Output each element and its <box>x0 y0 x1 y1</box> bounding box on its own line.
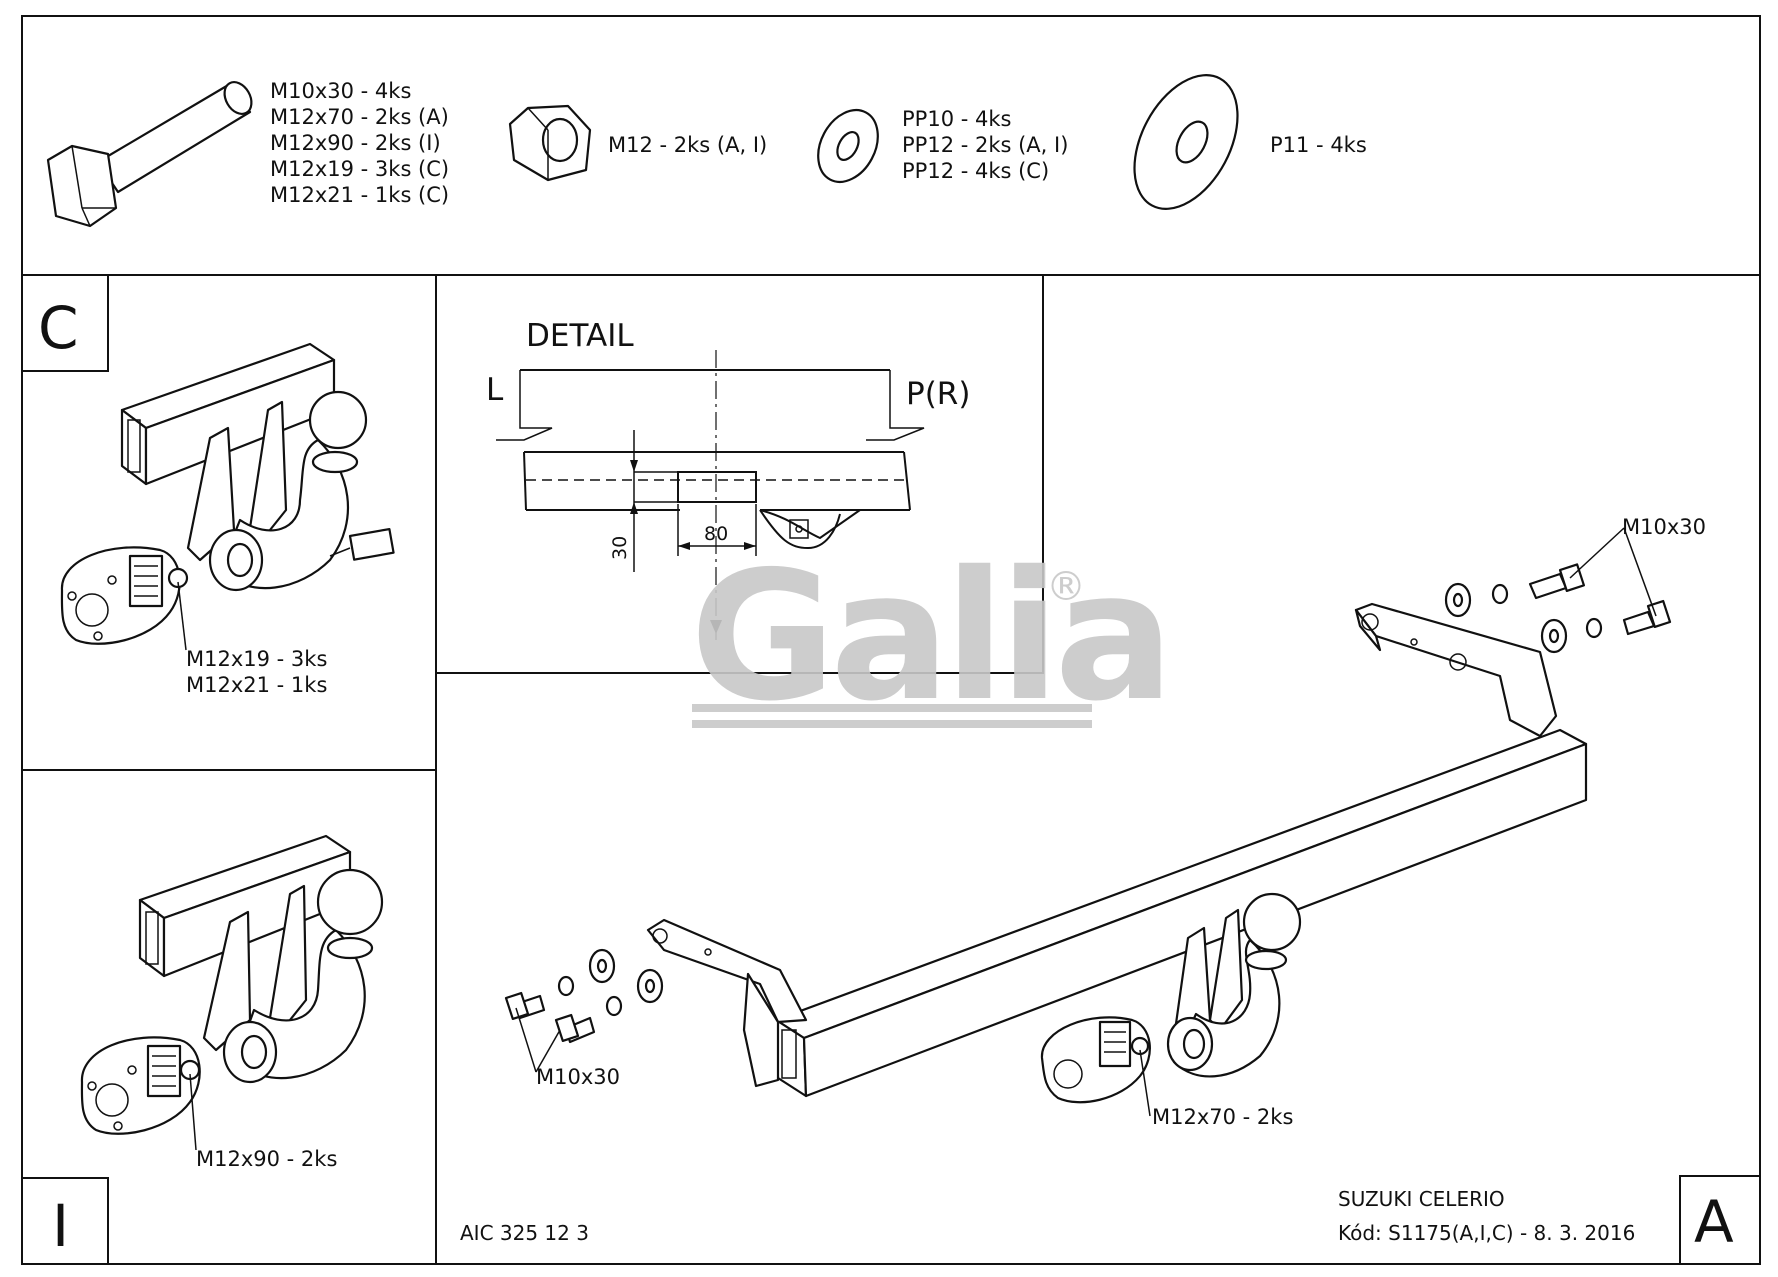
vehicle-name: SUZUKI CELERIO <box>1338 1187 1505 1211</box>
panel-i-letter-box <box>21 1177 109 1265</box>
parts-bolt-labels: M10x30 - 4ks M12x70 - 2ks (A) M12x90 - 2… <box>270 79 449 207</box>
detail-dim-80: 80 <box>704 523 728 545</box>
panel-c-towbar-drawing <box>60 342 395 645</box>
parts-nut-icon <box>508 104 592 182</box>
bolt-line-4: M12x19 - 3ks (C) <box>270 157 449 181</box>
parts-washer-icon <box>817 109 879 183</box>
parts-big-washer-icon <box>1133 74 1239 210</box>
main-towbar-drawing <box>504 563 1672 1104</box>
bolt-line-3: M12x90 - 2ks (I) <box>270 131 441 155</box>
watermark-registered: ® <box>1046 564 1086 610</box>
sheet-frame <box>21 15 1761 1265</box>
panel-c-callout-1: M12x19 - 3ks <box>186 647 327 671</box>
panel-c-callout-2: M12x21 - 1ks <box>186 673 327 697</box>
panel-i-towbar-drawing <box>80 834 384 1135</box>
kod-line: Kód: S1175(A,I,C) - 8. 3. 2016 <box>1338 1221 1635 1245</box>
panel-i-letter: I <box>52 1192 69 1260</box>
panel-c-letter: C <box>38 294 79 362</box>
panel-c-letter-box <box>21 274 109 372</box>
panel-c-leader <box>177 581 187 651</box>
detail-section-drawing <box>496 350 925 640</box>
main-leaders <box>515 527 1657 1117</box>
drawing-code: AIC 325 12 3 <box>460 1221 589 1245</box>
parts-washer-labels: PP10 - 4ks PP12 - 2ks (A, I) PP12 - 4ks … <box>902 107 1068 183</box>
big-washer-label: P11 - 4ks <box>1270 133 1367 157</box>
nut-label: M12 - 2ks (A, I) <box>608 133 767 157</box>
main-callout-top-right: M10x30 <box>1622 515 1706 539</box>
parts-bolt-icon <box>46 81 253 228</box>
detail-title: DETAIL <box>526 318 634 354</box>
bolt-line-2: M12x70 - 2ks (A) <box>270 105 449 129</box>
detail-left-label: L <box>486 372 504 408</box>
detail-dim-30: 30 <box>609 536 631 560</box>
galia-watermark-logo: Galia ® <box>690 533 1174 740</box>
bolt-line-1: M10x30 - 4ks <box>270 79 411 103</box>
main-callout-left: M10x30 <box>536 1065 620 1089</box>
washer-line-1: PP10 - 4ks <box>902 107 1011 131</box>
panel-i-leader <box>189 1073 197 1151</box>
detail-right-label: P(R) <box>906 376 970 412</box>
washer-line-3: PP12 - 4ks (C) <box>902 159 1049 183</box>
panel-i-callout: M12x90 - 2ks <box>196 1147 337 1171</box>
panel-a-letter-box <box>1679 1175 1761 1265</box>
panel-a-letter: A <box>1694 1188 1734 1256</box>
main-callout-ball: M12x70 - 2ks <box>1152 1105 1293 1129</box>
washer-line-2: PP12 - 2ks (A, I) <box>902 133 1068 157</box>
bolt-line-5: M12x21 - 1ks (C) <box>270 183 449 207</box>
